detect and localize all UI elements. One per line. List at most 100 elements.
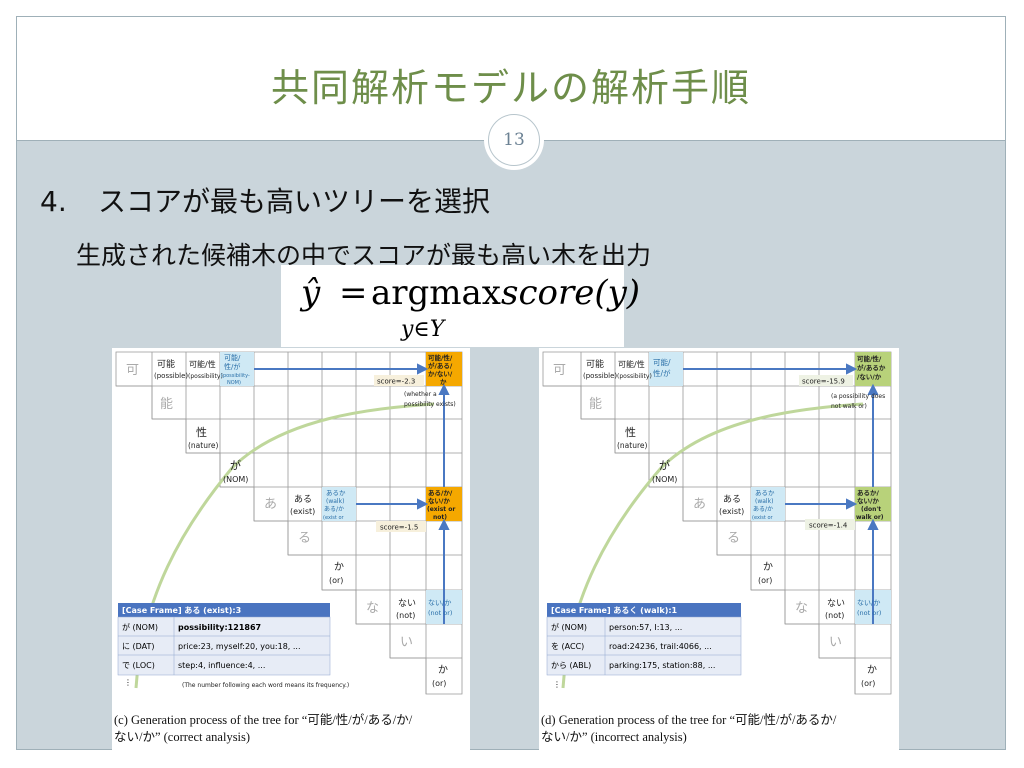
frame-row-2-case: に (DAT) bbox=[122, 642, 155, 651]
cell-na: な bbox=[366, 601, 379, 616]
cell-aruka-3: ある/か bbox=[753, 506, 773, 513]
cell-green-mid bbox=[855, 487, 891, 521]
score-top-badge: score=-15.9 bbox=[799, 375, 853, 386]
cell-aruka-1: あるか bbox=[326, 489, 346, 497]
score-mid-badge: score=-1.4 bbox=[805, 519, 855, 530]
cell-i: い bbox=[400, 635, 413, 650]
cell-blue-mid bbox=[322, 487, 356, 521]
cell-mid-2: ない/か bbox=[857, 496, 879, 505]
figure-c: 可 可能 (possible) 可能/性 (possibility) 可能/ 性… bbox=[112, 348, 470, 750]
cell-aruka-4: (exist or bbox=[752, 515, 774, 521]
score-mid: score=-1.5 bbox=[380, 524, 418, 532]
cell-knsg-4: NOM) bbox=[227, 380, 241, 386]
formula-fn: score(y) bbox=[501, 273, 641, 313]
cell-kns: 可能/性 bbox=[189, 359, 216, 369]
cell-mid-3: (don't bbox=[861, 506, 881, 513]
case-frame-title: [Case Frame] ある (exist):3 bbox=[122, 606, 241, 615]
cell-top-3: か/ない/ bbox=[428, 369, 453, 378]
cell-ka: か bbox=[763, 561, 773, 573]
cell-mid-4: not) bbox=[433, 514, 447, 521]
cell-knsg-3: (possibility- bbox=[221, 373, 250, 379]
cell-knsg-2: 性/が bbox=[224, 362, 240, 371]
frame-row-3-case: から (ABL) bbox=[551, 661, 591, 670]
cell-kns-en: (possibility) bbox=[617, 373, 652, 380]
note-1: (a possibility does bbox=[831, 393, 885, 400]
cell-top-2: が/あるか bbox=[857, 363, 886, 372]
score-top-badge: score=-2.3 bbox=[374, 375, 424, 386]
slide-title: 共同解析モデルの解析手順 bbox=[270, 66, 751, 110]
slide-frame bbox=[16, 16, 1006, 750]
cell-mid-1: あるか/ bbox=[857, 488, 880, 497]
cell-aruka-4: (exist or bbox=[323, 515, 345, 521]
page-number: 13 bbox=[488, 114, 540, 166]
frame-row-1-vals: possibility:121867 bbox=[178, 623, 261, 632]
cell-top-3: /ない/か bbox=[857, 372, 882, 381]
cell-mid-4: walk or) bbox=[856, 514, 884, 521]
cell-aru: ある bbox=[723, 494, 741, 505]
cell-kns-en: (possibility) bbox=[188, 373, 223, 380]
cell-green-top bbox=[855, 352, 891, 386]
arrows bbox=[683, 363, 879, 624]
frame-row-3-case: で (LOC) bbox=[122, 661, 155, 670]
cell-mid-1: ある/か/ bbox=[428, 488, 453, 497]
case-frame-table: [Case Frame] あるく (walk):1 が (NOM) person… bbox=[546, 603, 742, 689]
frame-row-2-vals: road:24236, trail:4066, ... bbox=[609, 642, 712, 651]
frame-row-2-vals: price:23, myself:20, you:18, ... bbox=[178, 642, 301, 651]
frame-row-1-case: が (NOM) bbox=[551, 622, 587, 632]
cell-ru: る bbox=[298, 531, 311, 546]
cell-knsg-1: 可能/ bbox=[653, 357, 671, 367]
frame-dots: ⋮ bbox=[124, 678, 132, 687]
cell-ga: が bbox=[230, 458, 241, 472]
cell-ka-en: (or) bbox=[329, 576, 343, 585]
cell-mid-2: ない/か bbox=[428, 496, 450, 505]
cell-ka-en: (or) bbox=[758, 576, 772, 585]
caption-c-line-2: ない/か” (correct analysis) bbox=[114, 730, 251, 744]
bullet-text: スコアが最も高いツリーを選択 bbox=[98, 185, 491, 218]
cell-nai: ない bbox=[827, 598, 845, 609]
formula-lhs: ŷ bbox=[301, 273, 321, 313]
caption-d-line-2: ない/か” (incorrect analysis) bbox=[541, 730, 687, 744]
cell-aru: ある bbox=[294, 494, 312, 505]
cell-ga: が bbox=[659, 458, 670, 472]
cell-ka2-en: (or) bbox=[432, 679, 446, 688]
formula-image: ŷ = argmax score(y) y∈Y bbox=[281, 265, 640, 347]
frame-row-1-case: が (NOM) bbox=[122, 622, 158, 632]
cell-sei-en: (nature) bbox=[617, 441, 648, 450]
cell-kn-en: (possible) bbox=[154, 372, 188, 380]
figure-c-diagram: 可 可能 (possible) 可能/性 (possibility) 可能/ 性… bbox=[115, 351, 463, 695]
cell-top-1: 可能/性/ bbox=[428, 353, 453, 362]
cell-mid-3: (exist or bbox=[427, 506, 455, 513]
cell-aruka-3: ある/か bbox=[324, 506, 344, 513]
frame-row-3-vals: parking:175, station:88, ... bbox=[609, 661, 715, 670]
cell-kns: 可能/性 bbox=[618, 359, 645, 369]
cell-ka2-en: (or) bbox=[861, 679, 875, 688]
cell-ka2: か bbox=[867, 664, 877, 676]
cell-top-2: が/ある/ bbox=[428, 361, 453, 370]
cell-blue-top bbox=[649, 352, 683, 386]
formula-under: y∈Y bbox=[401, 317, 445, 342]
figure-d: 可 可能 (possible) 可能/性 (possibility) 可能/ 性… bbox=[539, 348, 899, 750]
note-2: possibility exists) bbox=[404, 401, 456, 408]
cell-ga-en: (NOM) bbox=[223, 475, 248, 484]
note-2: not walk or) bbox=[831, 403, 867, 410]
cell-a: あ bbox=[264, 497, 277, 512]
formula-op: argmax bbox=[371, 273, 501, 313]
cell-knsg-2: 性/が bbox=[653, 368, 671, 378]
cell-i: い bbox=[829, 635, 842, 650]
cell-nai: ない bbox=[398, 598, 416, 609]
cell-kn: 可能 bbox=[157, 358, 175, 370]
cell-naika-2: (not or) bbox=[428, 609, 452, 617]
cell-sei-en: (nature) bbox=[188, 441, 219, 450]
case-frame-title: [Case Frame] あるく (walk):1 bbox=[551, 606, 678, 615]
arrows bbox=[254, 363, 450, 624]
cell-a: あ bbox=[693, 497, 706, 512]
cell-aruka-2: (walk) bbox=[755, 498, 773, 505]
score-mid: score=-1.4 bbox=[809, 522, 848, 530]
cell-kn: 可能 bbox=[586, 358, 604, 370]
cell-aru-en: (exist) bbox=[719, 507, 744, 516]
note-1: (whether a bbox=[404, 391, 437, 398]
cell-nai-en: (not) bbox=[825, 611, 844, 620]
cell-orange-top bbox=[426, 352, 462, 386]
cell-k: 可 bbox=[553, 363, 566, 378]
caption-c-line-1: (c) Generation process of the tree for “… bbox=[114, 713, 413, 727]
